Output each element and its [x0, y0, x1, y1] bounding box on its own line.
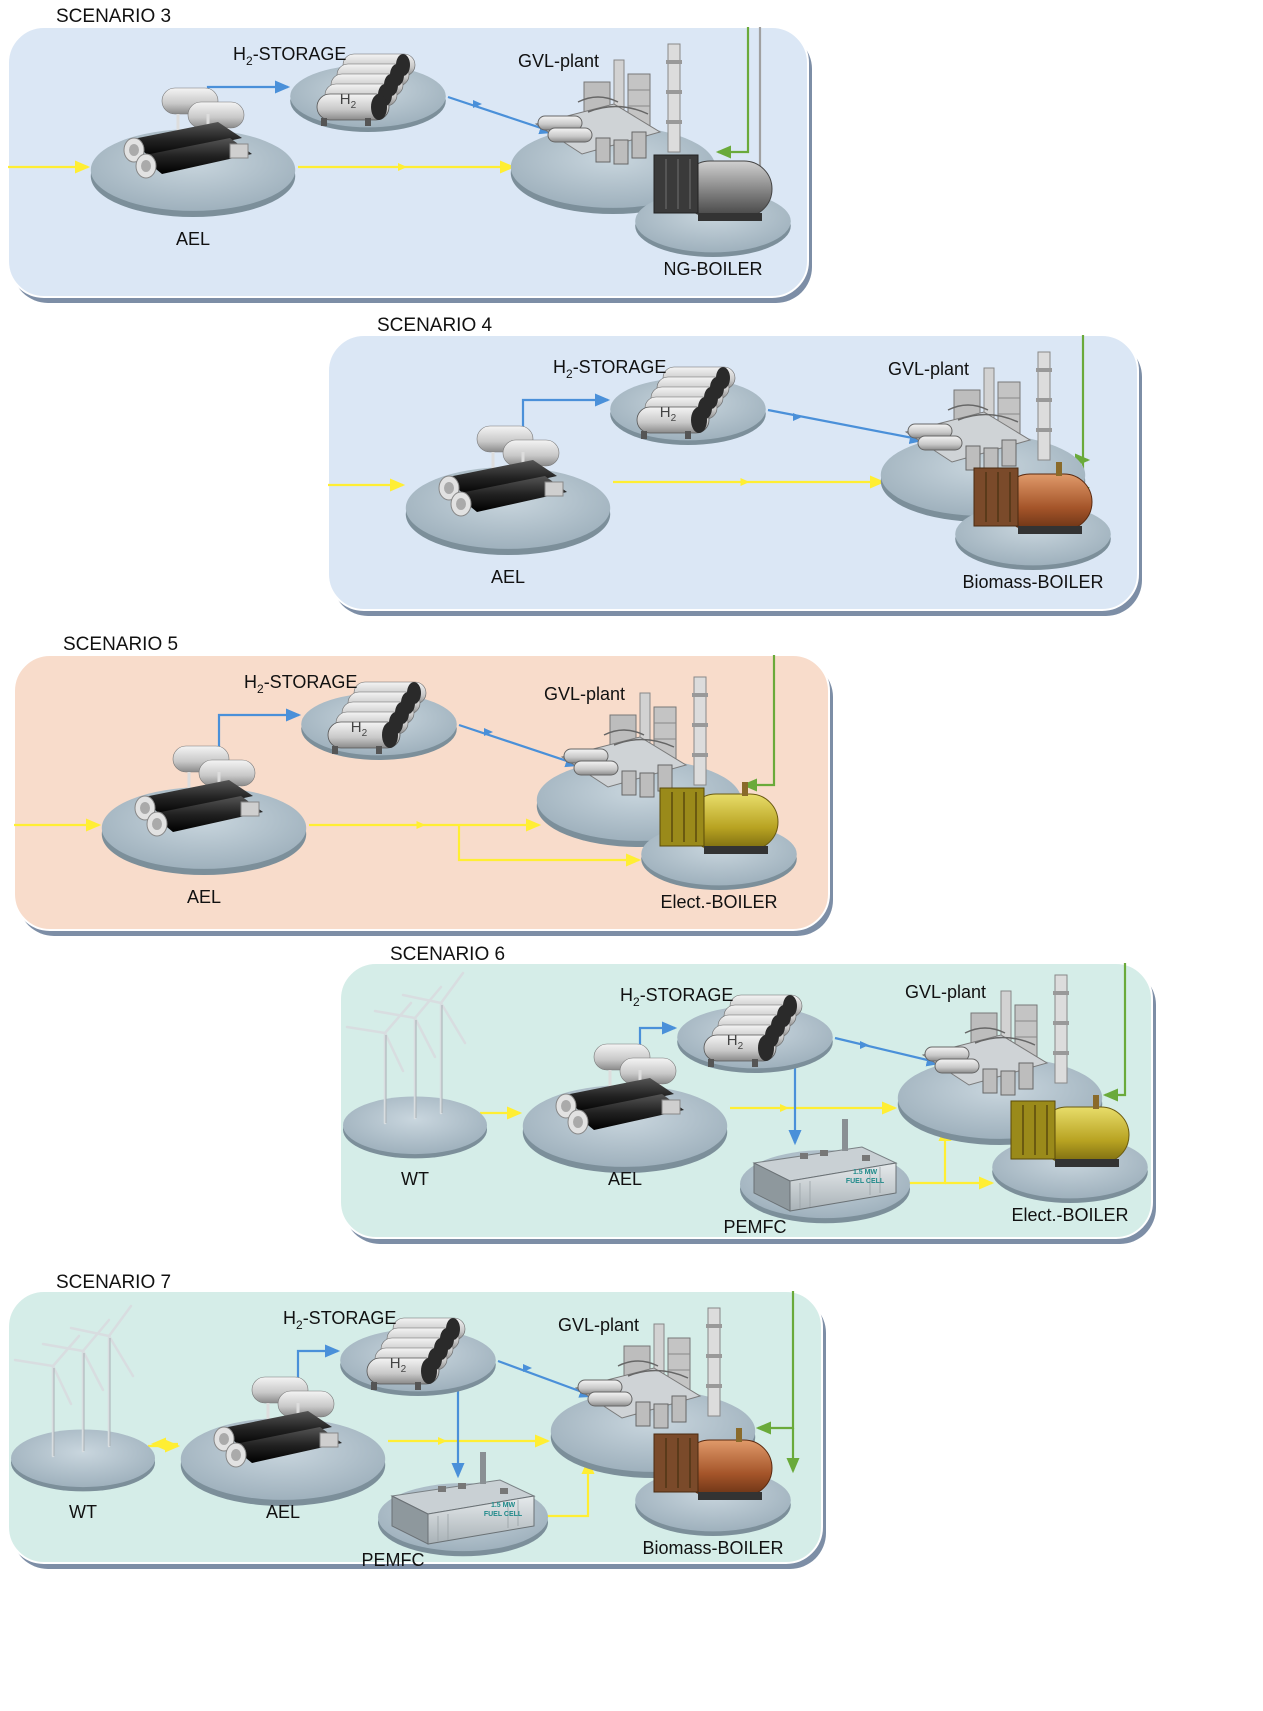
- flow-arrowhead: [438, 1437, 447, 1445]
- ael-label: AEL: [187, 887, 221, 907]
- pemfc-label: PEMFC: [724, 1217, 787, 1237]
- fuel-cell-mark: FUEL CELL: [484, 1511, 523, 1518]
- fuel-cell-mark: 1.5 MW: [853, 1169, 878, 1176]
- h2-storage-label: H2-STORAGE: [283, 1308, 396, 1332]
- h2-storage-label: H2-STORAGE: [553, 357, 666, 381]
- hydrogen-flow: [447, 95, 556, 135]
- electricity-flow-boiler: [457, 825, 642, 867]
- scenario-6: SCENARIO 6 H2 1.5 MW FUEL CELL WT AEL H2-STORA…: [339, 944, 1156, 1244]
- gvl-plant-label: GVL-plant: [888, 359, 969, 379]
- scenario-title: SCENARIO 5: [63, 634, 178, 655]
- h2-tank-mark: H2: [351, 719, 368, 739]
- h2-tank-mark: H2: [340, 91, 357, 111]
- flow-arrowhead: [398, 163, 407, 171]
- h2-storage-label: H2-STORAGE: [620, 985, 733, 1009]
- scenario-panel: [7, 1290, 823, 1564]
- ael-label: AEL: [491, 567, 525, 587]
- h2-tank-mark: H2: [390, 1355, 407, 1375]
- flow-arrowhead: [416, 821, 426, 829]
- flow-arrowhead: [473, 100, 482, 108]
- scenario-title: SCENARIO 7: [56, 1272, 171, 1293]
- heat-flow: [715, 27, 750, 159]
- flow-arrowhead: [523, 1364, 532, 1372]
- wt-label: WT: [401, 1169, 429, 1189]
- fuel-cell-mark: 1.5 MW: [491, 1502, 516, 1509]
- scenario-7: SCENARIO 7 H2 1.5 MW FUEL CELL WT AEL H2-STORA…: [7, 1272, 826, 1570]
- heat-flow: [741, 655, 776, 792]
- h2-storage-label: H2-STORAGE: [233, 44, 346, 68]
- boiler-label: NG-BOILER: [663, 259, 762, 279]
- gvl-plant-label: GVL-plant: [518, 51, 599, 71]
- scenario-title: SCENARIO 3: [56, 6, 171, 27]
- hydrogen-flow: [834, 1036, 943, 1067]
- hydrogen-flow: [458, 723, 582, 768]
- flow-arrowhead: [780, 1104, 789, 1112]
- fuel-cell-mark: FUEL CELL: [846, 1178, 885, 1185]
- ael-label: AEL: [266, 1502, 300, 1522]
- hydrogen-flow: [497, 1359, 596, 1398]
- scenario-panel: [339, 962, 1153, 1239]
- scenario-title: SCENARIO 6: [390, 944, 505, 965]
- boiler-label: Elect.-BOILER: [1011, 1205, 1128, 1225]
- h2-tank-mark: H2: [660, 404, 677, 424]
- flow-arrowhead: [860, 1041, 869, 1049]
- ael-label: AEL: [176, 229, 210, 249]
- flow-arrowhead: [484, 728, 493, 736]
- boiler-label: Biomass-BOILER: [642, 1538, 783, 1558]
- gvl-plant-label: GVL-plant: [544, 684, 625, 704]
- fuel-cell-electricity: [543, 1458, 595, 1518]
- boiler-label: Biomass-BOILER: [962, 572, 1103, 592]
- scenario-title: SCENARIO 4: [377, 315, 493, 336]
- ael-label: AEL: [608, 1169, 642, 1189]
- gvl-plant-label: GVL-plant: [905, 982, 986, 1002]
- flow-arrowhead: [740, 478, 750, 486]
- boiler-label: Elect.-BOILER: [660, 892, 777, 912]
- gvl-plant-label: GVL-plant: [558, 1315, 639, 1335]
- heat-flow: [1102, 963, 1127, 1102]
- h2-storage-label: H2-STORAGE: [244, 672, 357, 696]
- wt-label: WT: [69, 1502, 97, 1522]
- pemfc-label: PEMFC: [362, 1550, 425, 1570]
- boiler-unit: [653, 154, 773, 222]
- h2-tank-mark: H2: [727, 1032, 744, 1052]
- flow-arrowhead: [793, 413, 802, 421]
